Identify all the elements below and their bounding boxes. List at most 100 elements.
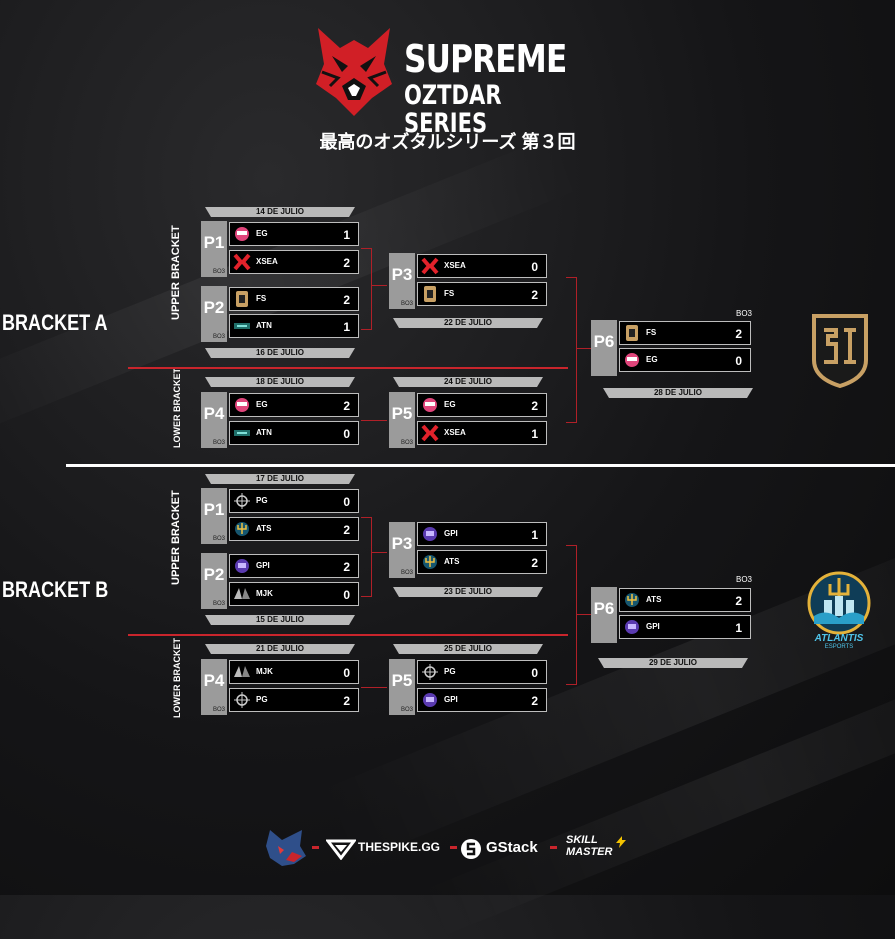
team-row[interactable]: FS 2 (229, 287, 359, 311)
match-code: P4 (203, 671, 225, 690)
team-row[interactable]: ATN 0 (229, 421, 359, 445)
team-row[interactable]: ATS 2 (229, 517, 359, 541)
match-code: P6 (593, 332, 615, 351)
match-box-p2[interactable]: P2 BO3 (201, 553, 227, 609)
team-row[interactable]: EG 0 (619, 348, 751, 372)
lightning-icon (616, 836, 626, 848)
bracket-connector (577, 614, 591, 615)
match-format: BO3 (400, 707, 413, 713)
match-box-p5[interactable]: P5 BO3 (389, 392, 415, 448)
bracket-connector (566, 277, 577, 423)
xsea-icon (421, 424, 439, 442)
team-score: 2 (531, 399, 538, 413)
match-box-p6[interactable]: P6 (591, 320, 617, 376)
upper-bracket-label: UPPER BRACKET (170, 225, 182, 320)
match-code: P5 (391, 671, 413, 690)
match-format: BO3 (400, 570, 413, 576)
fs-icon (424, 286, 436, 302)
pg-icon (234, 692, 250, 708)
match-format: BO3 (400, 301, 413, 307)
bracket-connector (361, 687, 387, 688)
team-name: EG (256, 400, 268, 409)
match-box-p2[interactable]: P2 BO3 (201, 286, 227, 342)
team-name: ATS (444, 557, 460, 566)
team-name: GPI (444, 529, 458, 538)
match-format: BO3 (212, 536, 225, 542)
team-score: 2 (735, 594, 742, 608)
gpi-icon (235, 559, 249, 573)
team-row[interactable]: ATN 1 (229, 314, 359, 338)
match-box-p3[interactable]: P3 BO3 (389, 522, 415, 578)
team-row[interactable]: FS 2 (417, 282, 547, 306)
team-score: 2 (343, 293, 350, 307)
match-code: P1 (203, 500, 225, 519)
team-name: PG (256, 695, 268, 704)
team-name: MJK (256, 589, 273, 598)
gpi-icon (423, 693, 437, 707)
team-row[interactable]: EG 2 (417, 393, 547, 417)
team-row[interactable]: GPI 2 (417, 688, 547, 712)
match-box-p5[interactable]: P5 BO3 (389, 659, 415, 715)
skill-text: SKILL (566, 834, 598, 846)
team-row[interactable]: MJK 0 (229, 582, 359, 606)
team-row[interactable]: PG 0 (229, 489, 359, 513)
bracket-divider (128, 367, 568, 369)
match-code: P3 (391, 265, 413, 284)
match-date: 24 DE JULIO (393, 377, 543, 387)
team-name: FS (444, 289, 455, 298)
separator-dash (312, 846, 319, 849)
match-box-p6[interactable]: P6 (591, 587, 617, 643)
mjk-icon (234, 588, 250, 599)
team-score: 0 (343, 427, 350, 441)
team-row[interactable]: PG 2 (229, 688, 359, 712)
match-date: 22 DE JULIO (393, 318, 543, 328)
master-text: MASTER (566, 846, 613, 858)
bracket-connector (361, 420, 387, 421)
thespike-icon (326, 839, 356, 860)
match-box-p3[interactable]: P3 BO3 (389, 253, 415, 309)
match-date: 25 DE JULIO (393, 644, 543, 654)
team-row[interactable]: XSEA 0 (417, 254, 547, 278)
ats-icon (423, 555, 437, 569)
team-row[interactable]: MJK 0 (229, 660, 359, 684)
bracket-connector (372, 552, 387, 553)
team-score: 2 (531, 288, 538, 302)
match-code: P5 (391, 404, 413, 423)
team-row[interactable]: XSEA 2 (229, 250, 359, 274)
team-name: FS (646, 328, 657, 337)
team-name: ATN (256, 321, 272, 330)
match-format: BO3 (212, 334, 225, 340)
atlantis-logo-subtext: ESPORTS (824, 644, 854, 650)
eg-icon (235, 398, 249, 412)
team-row[interactable]: EG 2 (229, 393, 359, 417)
wolf-mascot-icon (266, 830, 306, 866)
team-name: FS (256, 294, 267, 303)
bracket-a-label: BRACKET A (2, 310, 108, 335)
team-row[interactable]: GPI 1 (417, 522, 547, 546)
match-box-p1[interactable]: P1 BO3 (201, 488, 227, 544)
team-row[interactable]: EG 1 (229, 222, 359, 246)
atn-icon (234, 430, 250, 436)
team-name: GPI (256, 561, 270, 570)
match-date: 28 DE JULIO (603, 388, 753, 398)
team-score: 2 (343, 399, 350, 413)
match-date: 14 DE JULIO (205, 207, 355, 217)
team-score: 2 (343, 560, 350, 574)
event-logo: SUPREME OZTDAR SERIES (312, 26, 572, 138)
team-row[interactable]: ATS 2 (619, 588, 751, 612)
team-score: 1 (531, 427, 538, 441)
team-row[interactable]: PG 0 (417, 660, 547, 684)
xsea-icon (421, 257, 439, 275)
match-box-p4[interactable]: P4 BO3 (201, 392, 227, 448)
team-name: MJK (256, 667, 273, 676)
team-row[interactable]: GPI 1 (619, 615, 751, 639)
match-box-p1[interactable]: P1 BO3 (201, 221, 227, 277)
bracket-connector (577, 348, 591, 349)
team-score: 0 (343, 588, 350, 602)
match-box-p4[interactable]: P4 BO3 (201, 659, 227, 715)
team-row[interactable]: XSEA 1 (417, 421, 547, 445)
team-row[interactable]: ATS 2 (417, 550, 547, 574)
team-row[interactable]: FS 2 (619, 321, 751, 345)
team-row[interactable]: GPI 2 (229, 554, 359, 578)
match-date: 23 DE JULIO (393, 587, 543, 597)
